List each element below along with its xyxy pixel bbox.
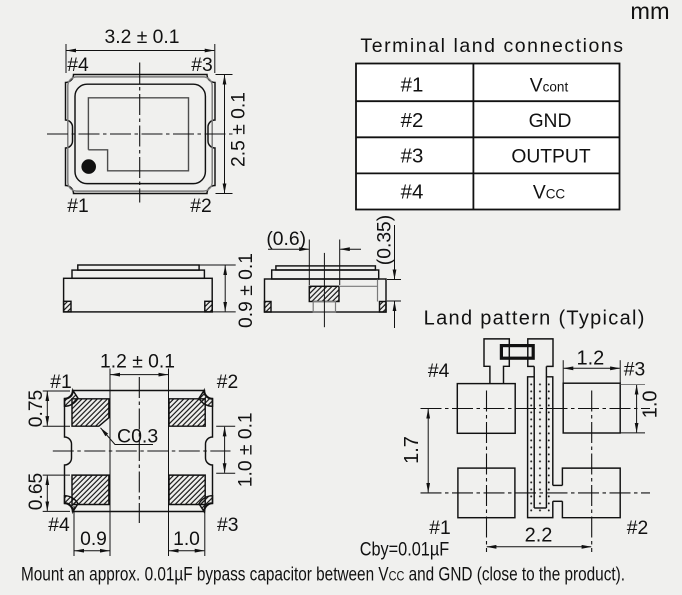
svg-text:3.2 ± 0.1: 3.2 ± 0.1 bbox=[105, 27, 180, 48]
svg-text:#1: #1 bbox=[401, 73, 424, 96]
svg-text:0.9: 0.9 bbox=[80, 529, 107, 550]
svg-text:Cby=0.01µF: Cby=0.01µF bbox=[360, 540, 450, 561]
svg-text:1.0 ± 0.1: 1.0 ± 0.1 bbox=[236, 412, 257, 487]
svg-text:Vcont: Vcont bbox=[530, 75, 569, 96]
svg-text:Terminal land connections: Terminal land connections bbox=[360, 35, 624, 57]
svg-text:1.2: 1.2 bbox=[576, 347, 604, 369]
svg-text:0.9 ± 0.1: 0.9 ± 0.1 bbox=[236, 253, 257, 328]
svg-text:#2: #2 bbox=[401, 109, 424, 132]
svg-text:1.0: 1.0 bbox=[173, 529, 200, 550]
svg-text:#1: #1 bbox=[67, 196, 88, 217]
svg-text:#4: #4 bbox=[428, 361, 450, 382]
svg-text:VCC: VCC bbox=[533, 182, 566, 203]
svg-text:C0.3: C0.3 bbox=[117, 426, 158, 448]
svg-text:2.5 ± 0.1: 2.5 ± 0.1 bbox=[229, 92, 250, 167]
svg-text:2.2: 2.2 bbox=[525, 524, 553, 546]
svg-text:#3: #3 bbox=[624, 359, 645, 380]
svg-text:GND: GND bbox=[529, 111, 572, 132]
svg-text:#2: #2 bbox=[190, 196, 211, 217]
svg-text:#4: #4 bbox=[67, 55, 89, 76]
svg-text:1.2 ± 0.1: 1.2 ± 0.1 bbox=[100, 351, 175, 372]
svg-text:0.75: 0.75 bbox=[26, 390, 47, 428]
svg-text:(0.35): (0.35) bbox=[375, 215, 396, 265]
svg-text:#4: #4 bbox=[48, 515, 70, 536]
svg-text:1.7: 1.7 bbox=[401, 436, 423, 464]
svg-text:0.65: 0.65 bbox=[26, 473, 47, 511]
svg-text:Land pattern (Typical): Land pattern (Typical) bbox=[424, 308, 646, 330]
svg-text:#3: #3 bbox=[217, 515, 238, 536]
svg-text:(0.6): (0.6) bbox=[266, 229, 306, 250]
svg-text:#2: #2 bbox=[217, 372, 238, 393]
svg-text:OUTPUT: OUTPUT bbox=[511, 147, 590, 168]
svg-text:Mount an approx. 0.01µF bypass: Mount an approx. 0.01µF bypass capacitor… bbox=[21, 565, 625, 586]
svg-text:#3: #3 bbox=[191, 55, 212, 76]
svg-text:#3: #3 bbox=[401, 145, 424, 168]
svg-text:#4: #4 bbox=[401, 180, 424, 203]
svg-text:#1: #1 bbox=[50, 372, 71, 393]
svg-text:#1: #1 bbox=[429, 518, 450, 539]
svg-text:1.0: 1.0 bbox=[640, 390, 662, 418]
svg-text:#2: #2 bbox=[627, 518, 648, 539]
svg-text:mm: mm bbox=[630, 0, 669, 24]
